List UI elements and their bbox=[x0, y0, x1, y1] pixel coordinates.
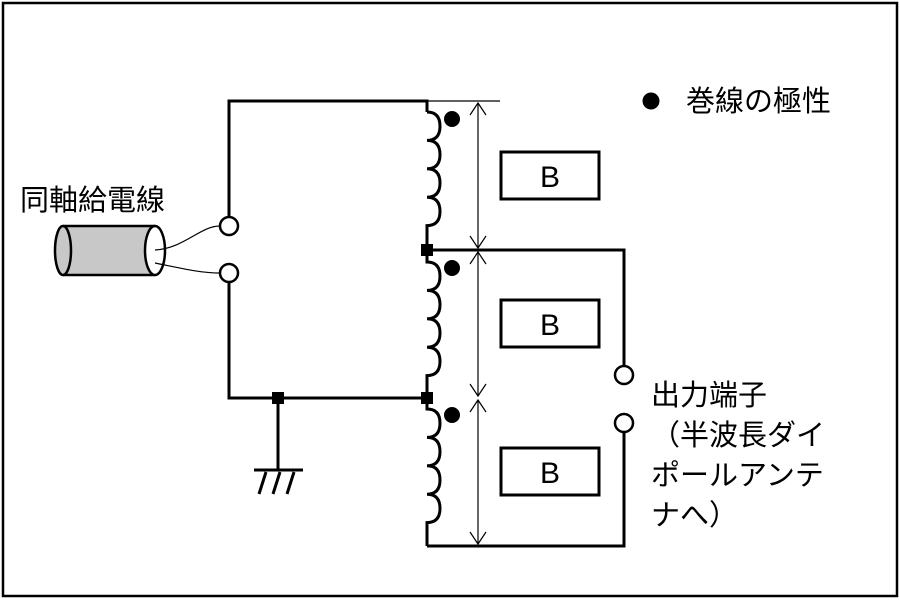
junction-node bbox=[272, 392, 284, 404]
wire-top bbox=[227, 99, 429, 217]
wire-output-bottom bbox=[427, 432, 626, 548]
polarity-dot-icon bbox=[444, 407, 460, 423]
ground-icon bbox=[254, 468, 303, 495]
output-label-line-2: （半波長ダイ bbox=[651, 418, 825, 452]
input-terminal-top bbox=[218, 215, 240, 237]
output-label-line-4: ナへ） bbox=[651, 498, 738, 532]
output-label-line-3: ポールアンテ bbox=[651, 458, 824, 492]
input-terminal-bottom bbox=[218, 262, 240, 284]
output-terminal-top bbox=[613, 364, 635, 386]
block-b-3 bbox=[499, 446, 601, 497]
wire-bottom bbox=[227, 282, 427, 400]
block-b-1-label: B bbox=[540, 161, 560, 194]
legend-text: 巻線の極性 bbox=[686, 84, 831, 118]
coil-2 bbox=[425, 250, 442, 398]
output-label-line-1: 出力端子 bbox=[651, 378, 767, 412]
block-b-3-label: B bbox=[540, 457, 560, 490]
wire-output-top bbox=[427, 248, 626, 366]
coax-inner-lead bbox=[154, 225, 221, 251]
coil-3 bbox=[425, 398, 442, 546]
block-b-1 bbox=[499, 150, 601, 201]
coax-cable-icon bbox=[53, 224, 167, 277]
block-b-2-label: B bbox=[540, 309, 560, 342]
dimension-arrow-2 bbox=[469, 250, 487, 398]
polarity-dot-icon bbox=[444, 260, 460, 276]
coil-1 bbox=[425, 110, 442, 250]
polarity-dot-icon bbox=[444, 111, 460, 127]
output-terminal-bottom bbox=[613, 412, 635, 434]
coax-label: 同軸給電線 bbox=[20, 183, 165, 217]
coil-junction-2 bbox=[421, 392, 433, 404]
dimension-arrow-3 bbox=[469, 398, 487, 546]
block-b-2 bbox=[499, 298, 601, 349]
polarity-dot-legend-icon bbox=[642, 92, 660, 110]
dimension-arrow-1 bbox=[469, 101, 487, 250]
coax-shield-lead bbox=[154, 262, 221, 274]
